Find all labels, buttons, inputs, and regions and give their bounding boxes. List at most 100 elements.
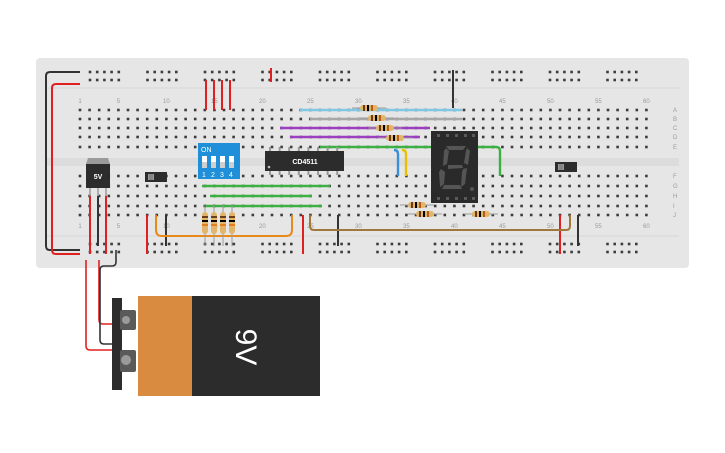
breadboard-hole[interactable]: [606, 108, 610, 112]
power-rail-hole[interactable]: [225, 70, 228, 74]
power-rail-hole[interactable]: [146, 70, 149, 74]
breadboard-hole[interactable]: [606, 117, 610, 121]
breadboard-hole[interactable]: [280, 117, 283, 121]
breadboard-hole[interactable]: [126, 145, 130, 149]
breadboard-hole[interactable]: [549, 174, 552, 178]
breadboard-hole[interactable]: [597, 108, 600, 112]
breadboard-hole[interactable]: [568, 174, 571, 178]
breadboard-hole[interactable]: [645, 145, 648, 149]
power-rail-hole[interactable]: [347, 250, 351, 254]
breadboard-hole[interactable]: [481, 184, 485, 188]
breadboard-hole[interactable]: [366, 194, 370, 198]
breadboard-hole[interactable]: [577, 126, 581, 130]
breadboard-hole[interactable]: [376, 184, 379, 188]
breadboard-hole[interactable]: [510, 213, 514, 217]
breadboard-hole[interactable]: [347, 174, 351, 178]
power-rail-hole[interactable]: [462, 78, 466, 82]
breadboard-hole[interactable]: [232, 117, 235, 121]
breadboard-hole[interactable]: [184, 204, 187, 208]
breadboard-hole[interactable]: [577, 145, 581, 149]
breadboard-hole[interactable]: [510, 194, 514, 198]
power-rail-hole[interactable]: [160, 250, 164, 254]
breadboard-hole[interactable]: [558, 126, 562, 130]
breadboard-hole[interactable]: [433, 204, 437, 208]
breadboard-hole[interactable]: [376, 194, 379, 198]
breadboard-hole[interactable]: [184, 126, 187, 130]
breadboard-hole[interactable]: [501, 213, 504, 217]
breadboard-hole[interactable]: [597, 204, 600, 208]
breadboard-hole[interactable]: [107, 145, 111, 149]
breadboard-hole[interactable]: [136, 174, 139, 178]
power-rail-hole[interactable]: [498, 70, 501, 74]
breadboard-hole[interactable]: [577, 184, 581, 188]
breadboard-hole[interactable]: [184, 108, 187, 112]
power-rail-hole[interactable]: [160, 70, 164, 74]
power-rail-hole[interactable]: [520, 242, 523, 246]
breadboard-hole[interactable]: [481, 126, 485, 130]
breadboard-hole[interactable]: [222, 117, 226, 121]
breadboard-hole[interactable]: [549, 184, 552, 188]
breadboard-hole[interactable]: [414, 194, 418, 198]
power-rail-hole[interactable]: [175, 242, 178, 246]
breadboard-hole[interactable]: [107, 126, 111, 130]
breadboard-hole[interactable]: [251, 108, 255, 112]
breadboard-hole[interactable]: [117, 135, 120, 139]
power-rail-hole[interactable]: [577, 78, 581, 82]
breadboard-hole[interactable]: [549, 204, 552, 208]
breadboard-hole[interactable]: [539, 174, 543, 178]
breadboard-hole[interactable]: [241, 145, 245, 149]
breadboard-hole[interactable]: [126, 117, 130, 121]
breadboard-hole[interactable]: [539, 213, 543, 217]
breadboard-hole[interactable]: [625, 145, 629, 149]
breadboard-hole[interactable]: [568, 117, 571, 121]
power-rail-hole[interactable]: [570, 242, 573, 246]
breadboard-hole[interactable]: [529, 108, 533, 112]
power-rail-hole[interactable]: [261, 70, 264, 74]
breadboard-hole[interactable]: [414, 213, 418, 217]
slide-switch-left[interactable]: [145, 172, 167, 182]
power-rail-hole[interactable]: [333, 70, 336, 74]
power-rail-hole[interactable]: [512, 242, 516, 246]
power-rail-hole[interactable]: [570, 70, 573, 74]
breadboard-hole[interactable]: [97, 204, 101, 208]
breadboard-hole[interactable]: [251, 135, 255, 139]
breadboard-hole[interactable]: [462, 108, 466, 112]
power-rail-hole[interactable]: [333, 250, 336, 254]
power-rail-hole[interactable]: [563, 242, 566, 246]
power-rail-hole[interactable]: [563, 78, 566, 82]
power-rail-hole[interactable]: [261, 78, 264, 82]
power-rail-hole[interactable]: [203, 250, 207, 254]
breadboard-hole[interactable]: [126, 174, 130, 178]
breadboard-hole[interactable]: [635, 204, 639, 208]
breadboard-hole[interactable]: [635, 184, 639, 188]
breadboard-hole[interactable]: [606, 184, 610, 188]
breadboard-hole[interactable]: [107, 194, 111, 198]
breadboard-hole[interactable]: [481, 174, 485, 178]
power-rail-hole[interactable]: [548, 250, 552, 254]
breadboard-hole[interactable]: [97, 135, 101, 139]
breadboard-hole[interactable]: [232, 135, 235, 139]
power-rail-hole[interactable]: [218, 242, 221, 246]
power-rail-hole[interactable]: [635, 250, 638, 254]
breadboard-hole[interactable]: [174, 213, 178, 217]
breadboard-hole[interactable]: [165, 184, 168, 188]
breadboard-hole[interactable]: [261, 174, 264, 178]
breadboard-hole[interactable]: [126, 184, 130, 188]
breadboard-hole[interactable]: [539, 194, 543, 198]
breadboard-hole[interactable]: [616, 194, 619, 198]
power-rail-hole[interactable]: [95, 250, 99, 254]
signal-wires-top[interactable]: [280, 108, 502, 176]
breadboard-hole[interactable]: [405, 184, 408, 188]
breadboard-hole[interactable]: [616, 204, 619, 208]
power-rail-hole[interactable]: [232, 78, 236, 82]
breadboard-hole[interactable]: [318, 194, 322, 198]
power-rail-hole[interactable]: [103, 78, 106, 82]
breadboard-hole[interactable]: [577, 204, 581, 208]
breadboard-hole[interactable]: [145, 194, 149, 198]
breadboard-hole[interactable]: [251, 117, 255, 121]
breadboard-hole[interactable]: [645, 117, 648, 121]
breadboard-hole[interactable]: [117, 108, 120, 112]
power-rail-hole[interactable]: [275, 78, 279, 82]
breadboard-hole[interactable]: [376, 204, 379, 208]
power-rail-hole[interactable]: [498, 242, 501, 246]
